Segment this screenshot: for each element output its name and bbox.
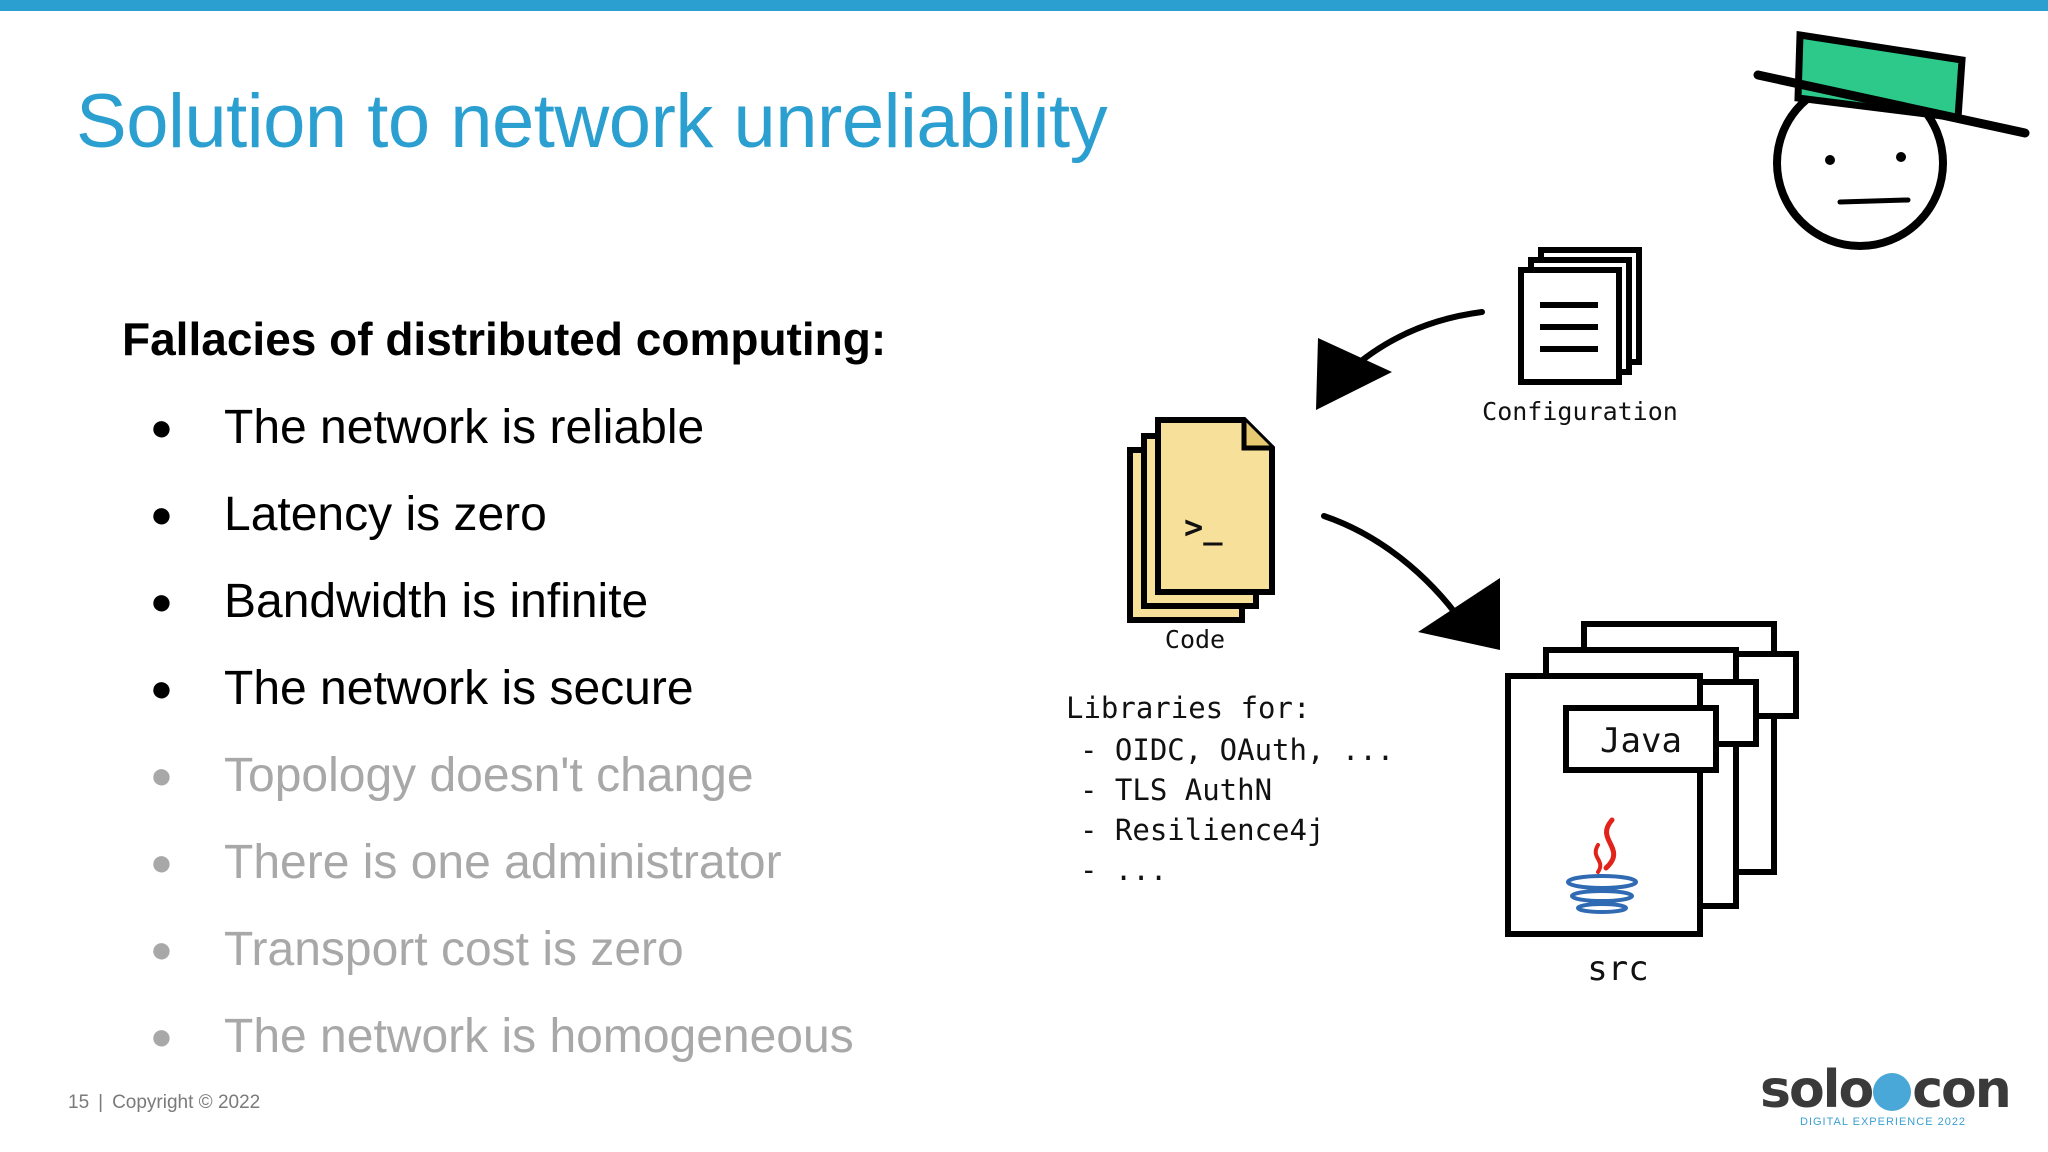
slide-footer: 15 | Copyright © 2022 [68, 1092, 260, 1114]
top-accent-bar [0, 0, 2048, 11]
src-icon: Java [1505, 621, 1799, 937]
logo-right-text: con [1912, 1060, 2012, 1120]
bullet-icon: ● [150, 1016, 173, 1058]
libraries-list: Libraries for: - OIDC, OAuth, ... - TLS … [1066, 691, 1394, 887]
library-item: - TLS AuthN [1080, 773, 1272, 807]
bullet-icon: ● [150, 668, 173, 710]
bullet-icon: ● [150, 494, 173, 536]
bullet-icon: ● [150, 929, 173, 971]
bullet-icon: ● [150, 581, 173, 623]
fallacy-text: Transport cost is zero [224, 923, 684, 976]
fallacy-text: Latency is zero [224, 488, 547, 541]
bullet-icon: ● [150, 842, 173, 884]
hat-band [1794, 30, 1966, 122]
copyright-text: Copyright © 2022 [112, 1092, 261, 1113]
fallacy-item: ● Topology doesn't change [150, 740, 910, 820]
code-icon: >_ [1127, 417, 1275, 623]
libraries-heading: Libraries for: [1066, 691, 1310, 725]
character-illustration [1753, 30, 2030, 250]
configuration-icon [1518, 247, 1642, 385]
java-logo-icon [1566, 817, 1638, 914]
code-prompt: >_ [1184, 508, 1223, 546]
fallacy-text: The network is secure [224, 662, 694, 715]
fallacy-text: The network is reliable [224, 401, 705, 454]
fallacy-text: Topology doesn't change [224, 749, 754, 802]
configuration-label: Configuration [1482, 397, 1678, 426]
library-item: - OIDC, OAuth, ... [1080, 733, 1394, 767]
bullet-icon: ● [150, 755, 173, 797]
code-label: Code [1165, 625, 1225, 654]
fallacy-item: ● Transport cost is zero [150, 914, 910, 994]
arrow-config-to-code [1316, 309, 1485, 410]
fallacy-text: There is one administrator [224, 836, 782, 889]
fallacy-item: ● Bandwidth is infinite [150, 566, 910, 646]
fallacy-item: ● The network is secure [150, 653, 910, 733]
slide-title: Solution to network unreliability [76, 79, 1108, 164]
java-label: Java [1600, 721, 1682, 761]
page-number: 15 [68, 1092, 90, 1113]
fallacy-item: ● The network is homogeneous [150, 1001, 910, 1081]
fallacy-item: ● The network is reliable [150, 392, 910, 472]
fallacy-text: Bandwidth is infinite [224, 575, 649, 628]
library-item: - Resilience4j [1080, 813, 1324, 847]
logo-subtitle: DIGITAL EXPERIENCE 2022 [1800, 1116, 1967, 1128]
library-item: - ... [1080, 853, 1167, 887]
src-label: src [1587, 949, 1648, 989]
arrow-code-to-src [1321, 513, 1500, 650]
footer-separator: | [98, 1092, 104, 1113]
logo-ring-icon [1873, 1073, 1912, 1111]
fallacy-text: The network is homogeneous [224, 1010, 854, 1063]
bullet-icon: ● [150, 407, 173, 449]
fallacies-heading: Fallacies of distributed computing: [122, 313, 887, 365]
fallacy-item: ● There is one administrator [150, 827, 910, 907]
fallacy-item: ● Latency is zero [150, 479, 910, 559]
logo-left-text: solo [1760, 1060, 1874, 1120]
